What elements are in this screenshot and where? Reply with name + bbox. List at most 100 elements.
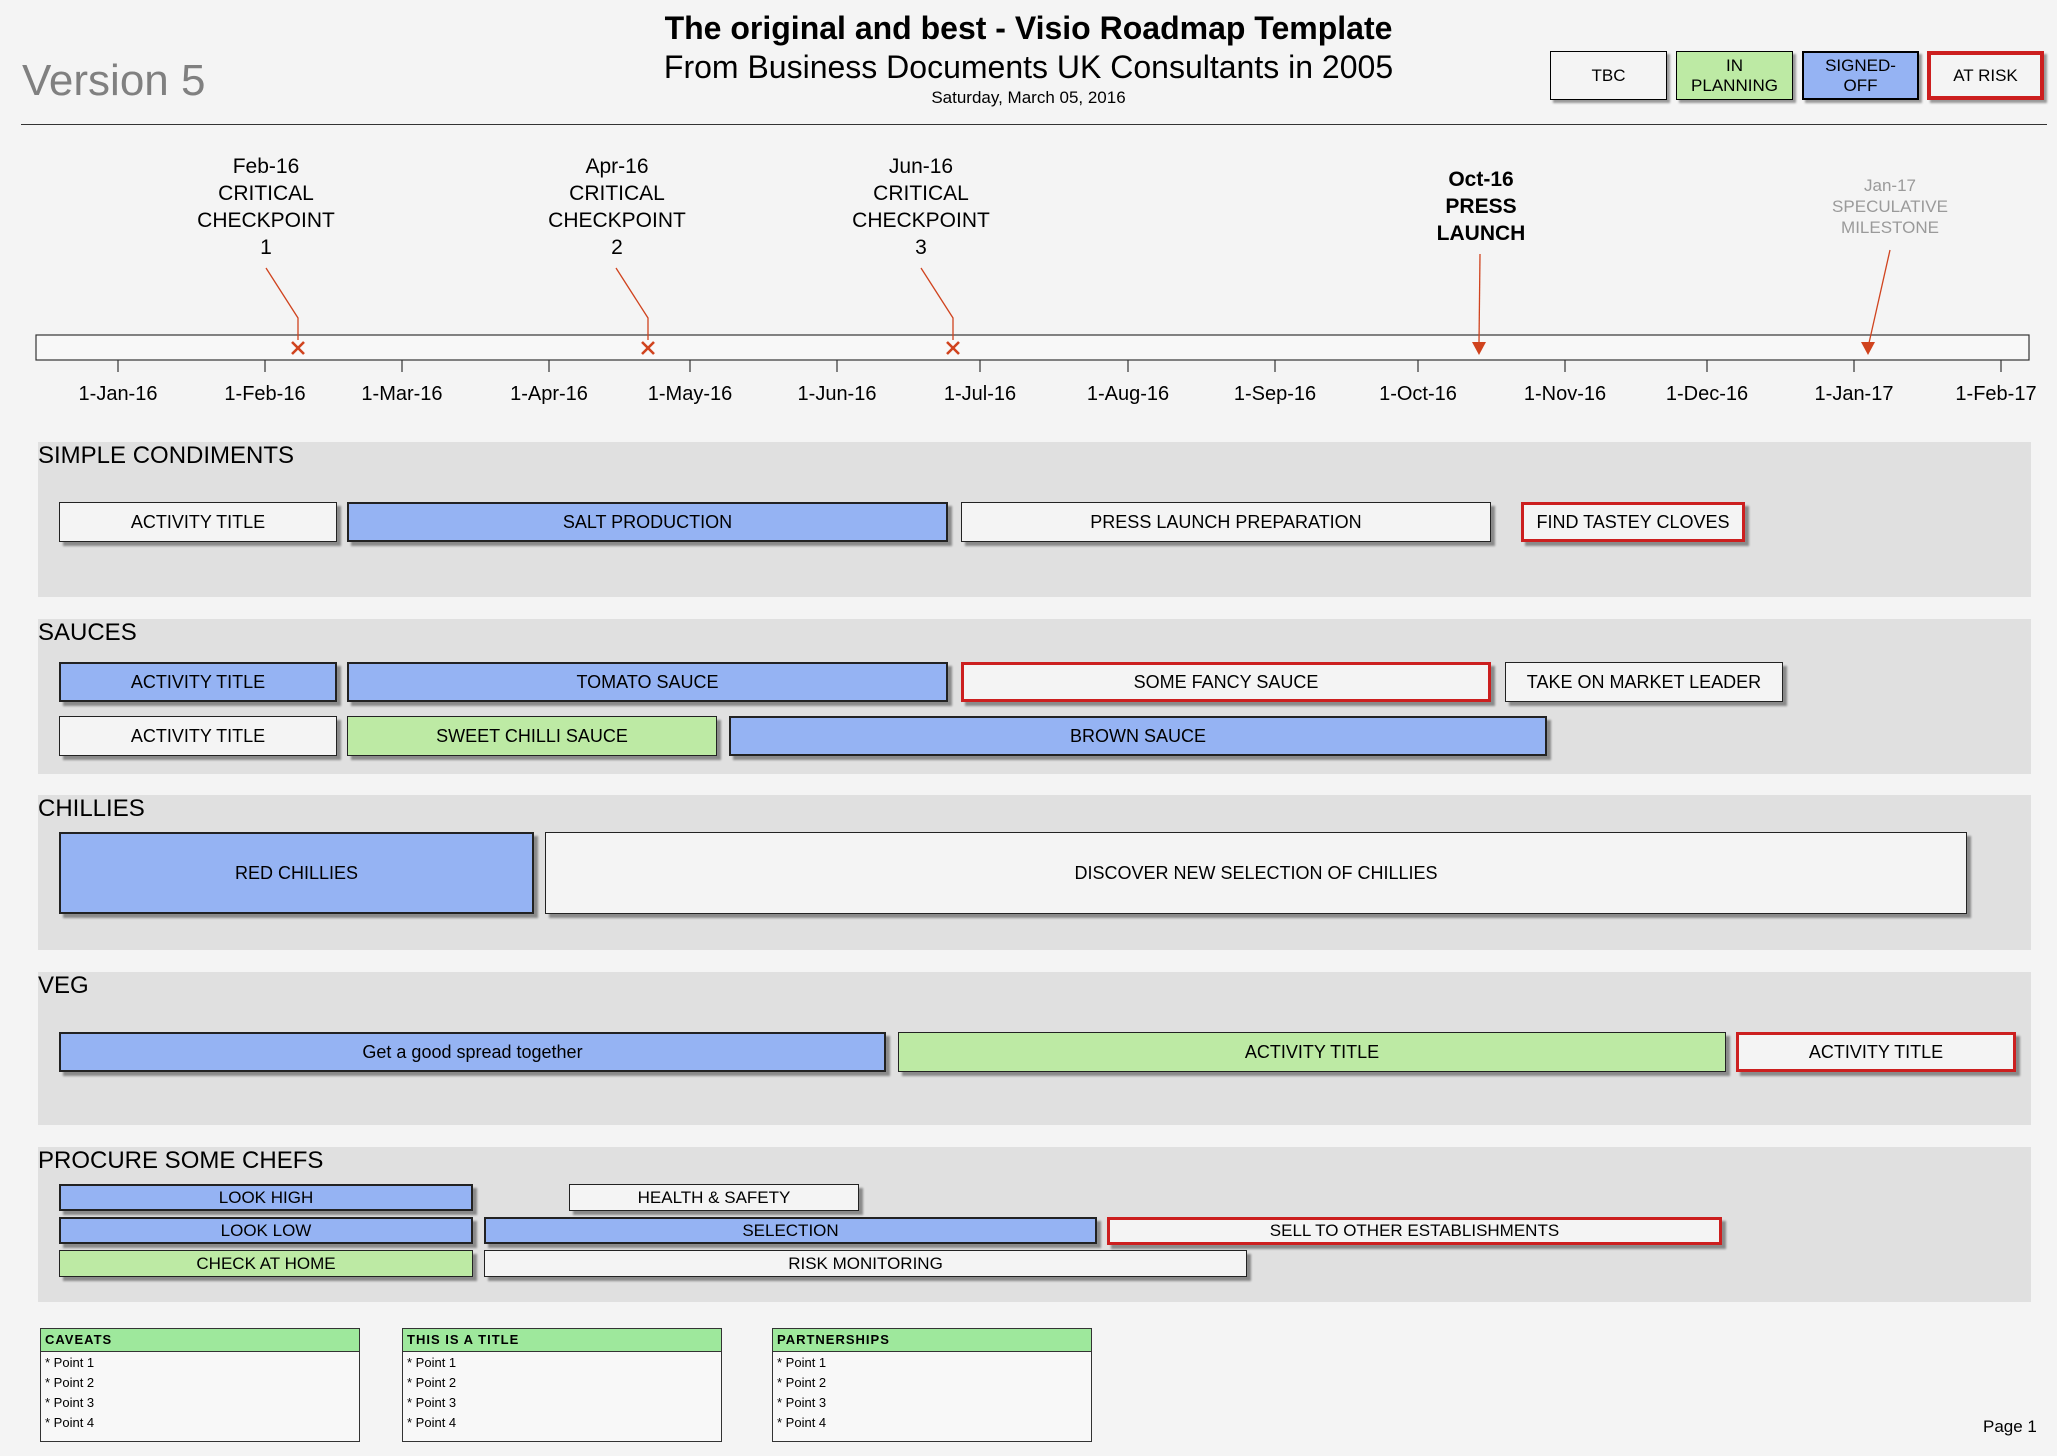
activity-bar[interactable]: CHECK AT HOME xyxy=(59,1250,473,1277)
activity-bar[interactable]: SELECTION xyxy=(484,1217,1097,1244)
legend-in-planning: IN PLANNING xyxy=(1676,51,1793,100)
milestone-2-line3: CHECKPOINT xyxy=(548,209,686,232)
milestone-3-line2: CRITICAL xyxy=(873,182,969,205)
milestone-arrow-icon-4 xyxy=(1472,342,1486,355)
note-point: * Point 1 xyxy=(407,1355,457,1370)
note-point: * Point 2 xyxy=(45,1375,95,1390)
note-point: * Point 4 xyxy=(407,1415,457,1430)
activity-bar[interactable]: BROWN SAUCE xyxy=(729,716,1547,756)
milestone-5-month: Jan-17 xyxy=(1864,176,1916,195)
tick-label: 1-Apr-16 xyxy=(510,383,588,405)
note-point: * Point 1 xyxy=(45,1355,95,1370)
swimlane-title: CHILLIES xyxy=(38,795,145,822)
activity-bar[interactable]: TAKE ON MARKET LEADER xyxy=(1505,662,1783,702)
note-box-partnerships: PARTNERSHIPS * Point 1 * Point 2 * Point… xyxy=(772,1328,1092,1442)
document-date: Saturday, March 05, 2016 xyxy=(931,88,1126,107)
note-box-caveats: CAVEATS * Point 1 * Point 2 * Point 3 * … xyxy=(40,1328,360,1442)
timeline-tick-labels: 1-Jan-16 1-Feb-16 1-Mar-16 1-Apr-16 1-Ma… xyxy=(0,383,2057,409)
milestone-connector-1 xyxy=(265,267,299,340)
legend-tbc: TBC xyxy=(1550,51,1667,100)
milestone-4-line2: PRESS xyxy=(1445,195,1517,218)
swimlane-title: VEG xyxy=(38,972,89,999)
activity-bar[interactable]: ACTIVITY TITLE xyxy=(898,1032,1726,1072)
tick-label: 1-Jan-16 xyxy=(78,383,158,405)
milestone-label-4: Oct-16 PRESS LAUNCH xyxy=(1381,166,1581,247)
tick-label: 1-Jul-16 xyxy=(943,383,1017,405)
legend-in-planning-label: IN PLANNING xyxy=(1691,55,1778,95)
tick-label: 1-Oct-16 xyxy=(1379,383,1457,405)
tick-label: 1-May-16 xyxy=(647,383,733,405)
milestone-label-1: Feb-16 CRITICAL CHECKPOINT 1 xyxy=(166,153,366,261)
milestone-connector-3 xyxy=(920,267,954,340)
note-title: PARTNERSHIPS xyxy=(773,1329,1091,1352)
milestone-3-month: Jun-16 xyxy=(888,155,954,178)
milestone-2-line2: CRITICAL xyxy=(569,182,665,205)
note-point: * Point 1 xyxy=(777,1355,827,1370)
tick-label: 1-Dec-16 xyxy=(1665,383,1749,405)
note-point: * Point 2 xyxy=(407,1375,457,1390)
note-box-this-is-a-title: THIS IS A TITLE * Point 1 * Point 2 * Po… xyxy=(402,1328,722,1442)
activity-bar[interactable]: ACTIVITY TITLE xyxy=(1736,1032,2016,1072)
activity-bar[interactable]: RED CHILLIES xyxy=(59,832,534,914)
activity-bar[interactable]: LOOK LOW xyxy=(59,1217,473,1244)
version-label: Version 5 xyxy=(22,56,206,105)
header-divider xyxy=(21,124,2047,125)
activity-bar[interactable]: FIND TASTEY CLOVES xyxy=(1521,502,1745,542)
milestone-label-2: Apr-16 CRITICAL CHECKPOINT 2 xyxy=(517,153,717,261)
tick-label: 1-Mar-16 xyxy=(361,383,443,405)
activity-bar[interactable]: ACTIVITY TITLE xyxy=(59,716,337,756)
activity-bar[interactable]: LOOK HIGH xyxy=(59,1184,473,1211)
activity-bar[interactable]: ACTIVITY TITLE xyxy=(59,502,337,542)
timeline-axis xyxy=(35,249,2030,372)
activity-bar[interactable]: SALT PRODUCTION xyxy=(347,502,948,542)
milestone-1-line2: CRITICAL xyxy=(218,182,314,205)
activity-bar[interactable]: TOMATO SAUCE xyxy=(347,662,948,702)
tick-label: 1-Jun-16 xyxy=(797,383,877,405)
milestone-4-month: Oct-16 xyxy=(1448,168,1514,191)
milestone-arrow-icon-5 xyxy=(1861,342,1875,355)
timeline-bar xyxy=(35,334,2030,361)
milestone-connector-5 xyxy=(1868,249,1891,344)
note-point: * Point 4 xyxy=(45,1415,95,1430)
milestone-x-icon-1 xyxy=(291,341,305,355)
milestone-connector-2 xyxy=(615,267,649,340)
activity-bar[interactable]: SOME FANCY SAUCE xyxy=(961,662,1491,702)
legend-at-risk: AT RISK xyxy=(1927,51,2044,100)
note-point: * Point 3 xyxy=(777,1395,827,1410)
note-title: CAVEATS xyxy=(41,1329,359,1352)
milestone-label-5: Jan-17 SPECULATIVE MILESTONE xyxy=(1790,175,1990,238)
note-point: * Point 3 xyxy=(45,1395,95,1410)
activity-bar[interactable]: PRESS LAUNCH PREPARATION xyxy=(961,502,1491,542)
milestone-2-month: Apr-16 xyxy=(585,155,649,178)
note-point: * Point 2 xyxy=(777,1375,827,1390)
tick-label: 1-Jan-17 xyxy=(1814,383,1894,405)
milestone-x-icon-3 xyxy=(946,341,960,355)
swimlane-title: SAUCES xyxy=(38,619,137,646)
milestone-4-line3: LAUNCH xyxy=(1436,222,1526,245)
milestone-5-line3: MILESTONE xyxy=(1841,218,1939,237)
milestone-connector-4 xyxy=(1478,253,1481,344)
milestone-1-month: Feb-16 xyxy=(232,155,300,178)
legend-signed-off: SIGNED-OFF xyxy=(1802,51,1919,100)
activity-bar[interactable]: DISCOVER NEW SELECTION OF CHILLIES xyxy=(545,832,1967,914)
activity-bar[interactable]: SWEET CHILLI SAUCE xyxy=(347,716,717,756)
tick-label: 1-Sep-16 xyxy=(1233,383,1317,405)
activity-bar[interactable]: RISK MONITORING xyxy=(484,1250,1247,1277)
tick-label: 1-Feb-16 xyxy=(224,383,306,405)
page-number: Page 1 xyxy=(1983,1417,2037,1436)
note-title: THIS IS A TITLE xyxy=(403,1329,721,1352)
tick-label: 1-Nov-16 xyxy=(1523,383,1607,405)
activity-bar[interactable]: HEALTH & SAFETY xyxy=(569,1184,859,1211)
note-point: * Point 3 xyxy=(407,1395,457,1410)
milestone-3-line4: 3 xyxy=(915,236,927,259)
activity-bar[interactable]: SELL TO OTHER ESTABLISHMENTS xyxy=(1107,1217,1722,1245)
page-title: The original and best - Visio Roadmap Te… xyxy=(664,10,1393,46)
swimlane-title: SIMPLE CONDIMENTS xyxy=(38,442,295,469)
milestone-2-line4: 2 xyxy=(611,236,623,259)
milestone-1-line4: 1 xyxy=(260,236,272,259)
activity-bar[interactable]: ACTIVITY TITLE xyxy=(59,662,337,702)
activity-bar[interactable]: Get a good spread together xyxy=(59,1032,886,1072)
milestone-x-icon-2 xyxy=(641,341,655,355)
tick-label: 1-Feb-17 xyxy=(1955,383,2037,405)
milestone-label-3: Jun-16 CRITICAL CHECKPOINT 3 xyxy=(821,153,1021,261)
